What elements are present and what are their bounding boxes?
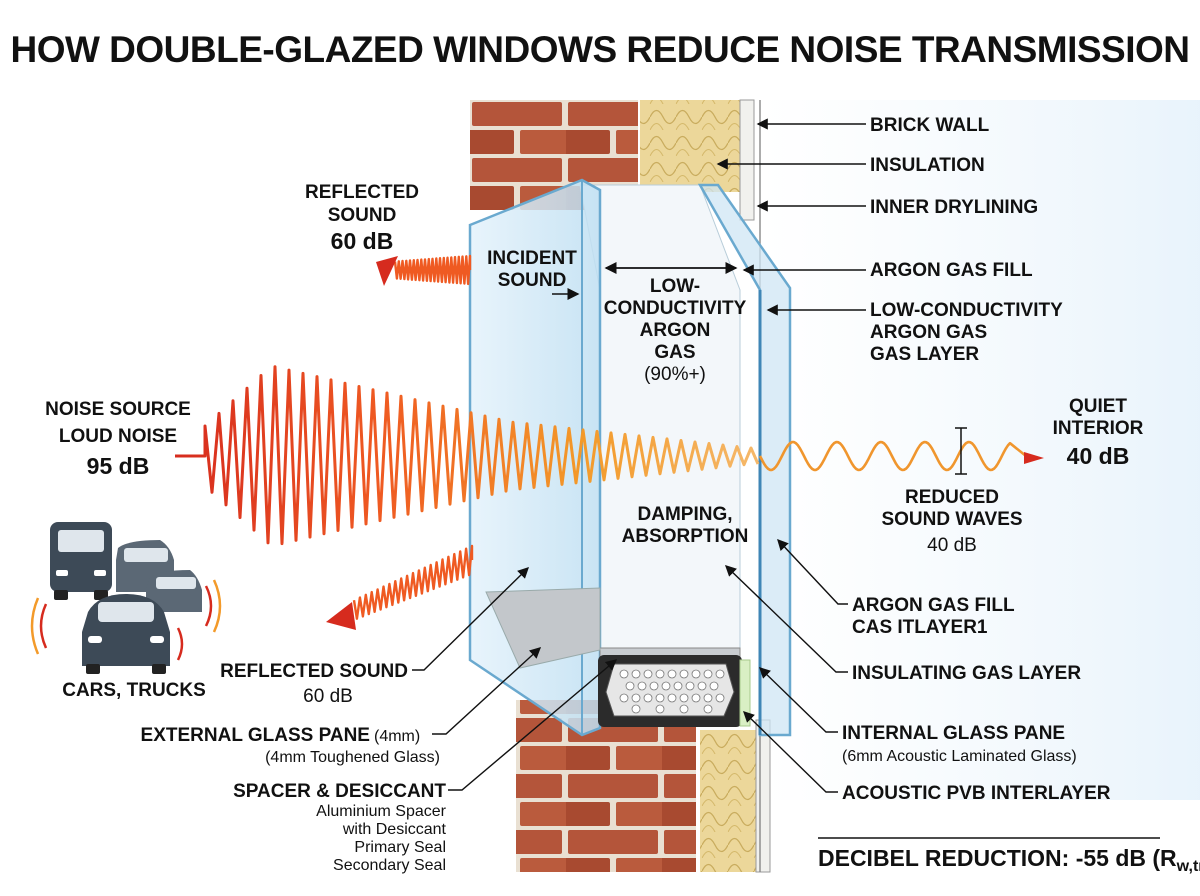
decibel-text: DECIBEL REDUCTION: -55 dB (R [818,845,1177,871]
damping-line1: DAMPING, [638,504,733,525]
insulation-top [640,100,740,192]
loud-noise-label: LOUD NOISE [59,426,177,447]
reflected-wave-bottom [354,546,472,619]
label-low-conductivity-3: GAS LAYER [870,344,979,365]
quiet-label1: QUIET [1069,396,1127,417]
reduced-db: 40 dB [927,535,977,556]
label-argon-fill-2: ARGON GAS FILL [852,595,1015,616]
label-inner-drylining: INNER DRYLINING [870,197,1038,218]
reflected-wave-top [395,256,470,284]
label-reflected-bottom-db: 60 dB [303,686,353,707]
label-reflected-bottom: REFLECTED SOUND [220,661,408,682]
label-internal-pane: INTERNAL GLASS PANE [842,723,1065,744]
inner-drylining-bottom [756,720,770,872]
damping-line2: ABSORPTION [622,526,749,547]
source-db-label: 95 dB [87,453,150,479]
label-spacer-1: Aluminium Spacer [316,803,447,820]
page-title: HOW DOUBLE-GLAZED WINDOWS REDUCE NOISE T… [10,29,1189,70]
quiet-label2: INTERIOR [1053,418,1144,439]
decibel-reduction: DECIBEL REDUCTION: -55 dB (Rw,tr) [818,845,1200,875]
insulation-bottom [700,730,756,872]
noise-source-label: NOISE SOURCE [45,399,191,420]
label-argon-fill: ARGON GAS FILL [870,260,1033,281]
label-brick-wall: BRICK WALL [870,115,990,136]
truck-icon [50,522,112,600]
label-external-pane-mm: (4mm) [374,728,420,745]
label-internal-pane-sub: (6mm Acoustic Laminated Glass) [842,748,1077,765]
label-spacer-2: with Desiccant [342,821,447,838]
label-low-conductivity-1: LOW-CONDUCTIVITY [870,300,1063,321]
reflected-top-label1: REFLECTED [305,182,419,203]
inner-drylining-top [740,100,754,220]
reflected-arrow-top [376,256,398,286]
incident-label2: SOUND [498,270,567,291]
label-spacer-3: Primary Seal [354,839,446,856]
reflected-top-label2: SOUND [328,205,397,226]
label-insulating-gas: INSULATING GAS LAYER [852,663,1081,684]
label-spacer-4: Secondary Seal [333,857,446,874]
cavity [580,185,740,660]
decibel-sub: w,tr [1176,858,1200,875]
gap-line1: LOW- [650,276,700,297]
label-low-conductivity-2: ARGON GAS [870,322,987,343]
gap-line3: ARGON [640,320,711,341]
label-external-pane: EXTERNAL GLASS PANE [141,725,370,746]
reduced-label1: REDUCED [905,487,999,508]
reflected-arrow-bottom [326,602,356,630]
label-pvb: ACOUSTIC PVB INTERLAYER [842,783,1111,804]
label-insulation: INSULATION [870,155,985,176]
gap-line5: (90%+) [644,364,706,385]
reduced-label2: SOUND WAVES [881,509,1022,530]
vehicles-group [32,522,220,674]
incident-label1: INCIDENT [487,248,577,269]
vehicles-label: CARS, TRUCKS [62,680,206,701]
quiet-db: 40 dB [1067,443,1130,469]
label-external-pane-sub: (4mm Toughened Glass) [265,749,440,766]
label-cas-layer: CAS ITLAYER1 [852,617,988,638]
label-spacer: SPACER & DESICCANT [233,781,446,802]
gap-line2: CONDUCTIVITY [604,298,747,319]
gap-line4: GAS [654,342,695,363]
reflected-top-db: 60 dB [331,228,394,254]
car-icon-front [82,594,170,674]
